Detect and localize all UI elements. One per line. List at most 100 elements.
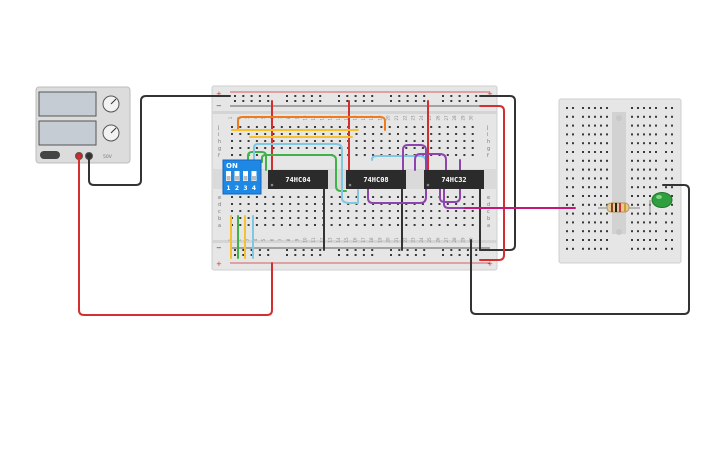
chip-74hc32[interactable]: 74HC32 [424, 170, 484, 189]
small-breadboard-hole [643, 115, 645, 118]
breadboard-hole [438, 217, 441, 219]
small-rail-hole [572, 186, 574, 189]
small-rail-hole [572, 247, 574, 250]
rail-hole [423, 100, 426, 102]
rail-hole [450, 100, 453, 102]
chip-74hc08[interactable]: 74HC08 [346, 170, 406, 189]
rail-minus-label-bottom: − [216, 244, 222, 252]
breadboard-hole [239, 210, 242, 212]
breadboard-hole [355, 140, 358, 142]
breadboard-hole [289, 224, 292, 226]
small-breadboard-hole [637, 203, 639, 206]
rail-hole [346, 249, 349, 251]
column-number: 6 [270, 238, 275, 241]
column-number: 8 [286, 238, 291, 241]
small-breadboard-hole [600, 221, 602, 224]
rail-hole [250, 254, 253, 256]
small-breadboard-hole [631, 107, 633, 109]
breadboard-hole [372, 217, 375, 219]
small-rail-hole [566, 239, 568, 241]
small-rail-hole [566, 107, 568, 109]
breadboard-hole [421, 210, 424, 212]
breadboard-hole [397, 126, 399, 128]
breadboard-hole [430, 217, 433, 219]
breadboard-hole [289, 147, 292, 149]
breadboard-hole [239, 203, 242, 205]
rail-hole [423, 249, 426, 251]
breadboard-hole [363, 224, 366, 226]
rail-hole [450, 95, 453, 97]
small-breadboard-hole [606, 195, 608, 197]
small-rail-hole [671, 115, 673, 118]
breadboard-hole [455, 126, 458, 128]
small-breadboard-hole [643, 212, 645, 215]
breadboard-hole [372, 154, 375, 156]
breadboard-hole [421, 196, 424, 198]
rail-hole [406, 254, 409, 256]
dip-toggle-knob[interactable] [226, 176, 231, 181]
small-breadboard-hole [631, 168, 633, 171]
small-rail-hole [671, 107, 673, 109]
breadboard-hole [372, 147, 375, 149]
breadboard-hole [297, 203, 300, 205]
small-breadboard-hole [588, 133, 590, 136]
breadboard-hole [338, 224, 341, 226]
column-number: 23 [411, 237, 416, 243]
power-supply[interactable]: 50V [35, 86, 131, 164]
rail-hole [423, 254, 426, 256]
breadboard-hole [355, 217, 358, 219]
small-breadboard-hole [637, 151, 639, 153]
breadboard-hole [305, 224, 308, 226]
rail-hole [371, 100, 374, 102]
breadboard-hole [247, 203, 250, 205]
small-breadboard-hole [655, 168, 657, 171]
small-breadboard-hole [606, 142, 608, 145]
small-breadboard-hole [643, 230, 645, 233]
rail-hole [406, 249, 409, 251]
chip-74hc04[interactable]: 74HC04 [268, 170, 328, 189]
breadboard-hole [430, 140, 433, 142]
small-rail-hole [566, 247, 568, 250]
rail-minus-label: − [216, 102, 222, 110]
breadboard-hole [305, 140, 308, 142]
breadboard-hole [455, 196, 458, 198]
led-green[interactable] [649, 192, 673, 213]
column-number: 29 [460, 237, 465, 243]
breadboard-hole [305, 196, 308, 198]
breadboard-hole [463, 133, 466, 135]
breadboard-hole [430, 203, 433, 205]
resistor[interactable] [598, 202, 640, 213]
breadboard-hole [430, 224, 433, 226]
small-breadboard-hole [600, 142, 602, 145]
column-number: 30 [469, 115, 474, 121]
small-rail-hole [671, 230, 673, 233]
breadboard-hole [264, 133, 267, 135]
breadboard-hole [272, 203, 275, 205]
breadboard-hole [397, 140, 399, 142]
breadboard-hole [231, 210, 233, 212]
dip-toggle-knob[interactable] [252, 176, 256, 181]
breadboard-hole [297, 224, 300, 226]
breadboard-hole [372, 133, 375, 135]
breadboard-hole [247, 217, 250, 219]
rail-hole [398, 100, 401, 102]
small-breadboard-hole [643, 239, 645, 241]
rail-hole [458, 249, 461, 251]
breadboard-hole [380, 210, 383, 212]
small-breadboard-hole [643, 159, 645, 162]
column-number: 16 [353, 237, 358, 243]
small-rail-hole [671, 221, 673, 224]
breadboard-hole [463, 210, 466, 212]
rail-hole [302, 254, 305, 256]
small-breadboard-hole [643, 124, 645, 127]
small-breadboard-hole [588, 212, 590, 215]
dip-toggle-knob[interactable] [235, 176, 239, 181]
breadboard-hole [314, 210, 316, 212]
chip-label-2: 74HC08 [363, 176, 388, 184]
dip-toggle-knob[interactable] [243, 176, 248, 181]
rail-hole [442, 249, 444, 251]
small-rail-hole [671, 239, 673, 241]
